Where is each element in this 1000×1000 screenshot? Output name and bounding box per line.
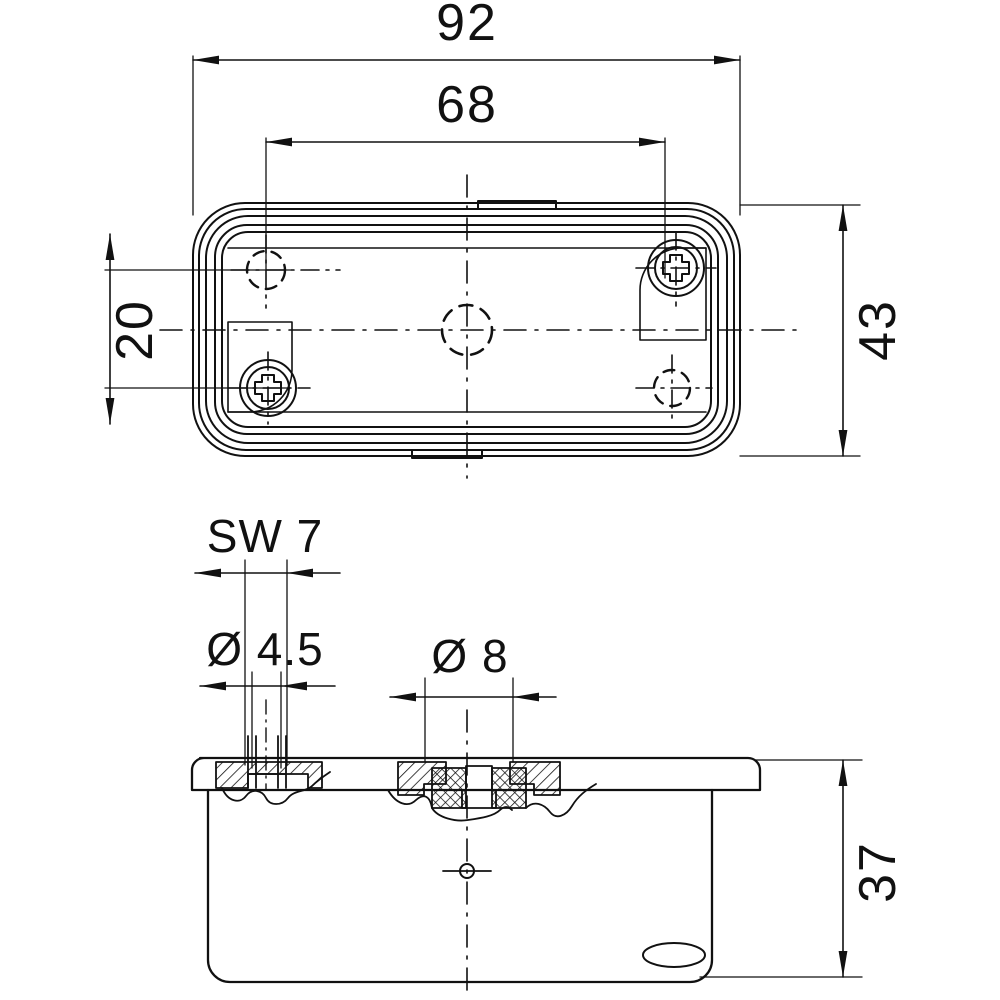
extension-lines-top [104, 55, 861, 457]
dimension-label-92: 92 [436, 0, 498, 52]
dimension-label-sw7: SW 7 [207, 510, 323, 562]
drain-ellipse [642, 942, 706, 968]
break-line-center [387, 783, 597, 822]
dimension-label-68: 68 [436, 76, 498, 134]
dimension-label-d45: Ø 4.5 [206, 623, 324, 675]
latch-tab-bottom [411, 449, 483, 459]
dimension-label-20: 20 [106, 299, 164, 361]
enclosure-body-section [206, 788, 714, 984]
top-view [104, 55, 861, 479]
section-view [190, 559, 863, 999]
lid-hatch-left [215, 761, 323, 789]
cable-entry-bore [247, 735, 287, 789]
vent-grommet [431, 765, 527, 809]
screw-boss-bottom-left [227, 321, 293, 413]
latch-tab-top [477, 200, 557, 210]
break-line-left [221, 771, 331, 805]
dimension-label-37: 37 [849, 841, 907, 903]
dimension-label-43: 43 [849, 299, 907, 361]
extension-lines-section [244, 559, 863, 978]
center-lines-top [159, 174, 801, 479]
dimension-label-d8: Ø 8 [431, 630, 508, 682]
